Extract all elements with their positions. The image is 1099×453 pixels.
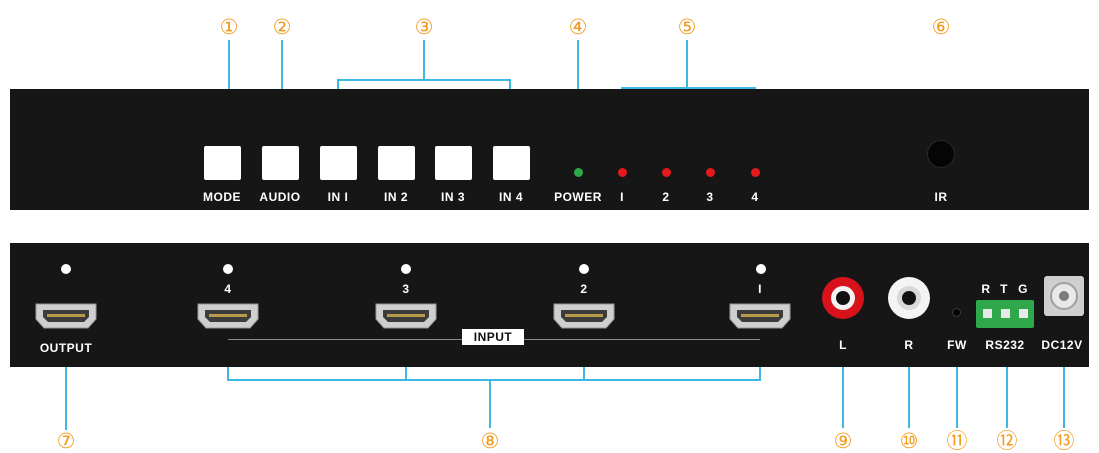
port-1-number: I <box>758 282 762 296</box>
hdmi-input-3-port[interactable] <box>374 302 438 330</box>
input-3-indicator <box>401 264 411 274</box>
callout-9: ⑨ <box>833 429 853 453</box>
callout-3: ③ <box>414 15 434 39</box>
callout-11: ⑪ <box>946 429 968 453</box>
hdmi-input-1-port[interactable] <box>728 302 792 330</box>
input-1-label: IN I <box>327 190 349 204</box>
callout-1: ① <box>219 15 239 39</box>
led-3-label: 3 <box>706 190 714 204</box>
audio-button[interactable] <box>262 146 299 180</box>
callout-12: ⑫ <box>996 429 1018 453</box>
port-4-number: 4 <box>224 282 232 296</box>
input-label: INPUT <box>462 329 524 345</box>
led-2-label: 2 <box>662 190 670 204</box>
power-led <box>574 168 583 177</box>
led-1-label: I <box>620 190 624 204</box>
audio-right-jack[interactable] <box>888 277 930 319</box>
callout-8: ⑧ <box>480 429 500 453</box>
input-2-label: IN 2 <box>383 190 409 204</box>
power-label: POWER <box>554 190 602 204</box>
callout-6: ⑥ <box>931 15 951 39</box>
audio-left-jack[interactable] <box>822 277 864 319</box>
rs232-label: RS232 <box>985 338 1025 352</box>
callout-13: ⑬ <box>1053 429 1075 453</box>
input-2-button[interactable] <box>378 146 415 180</box>
ir-label: IR <box>934 190 948 204</box>
input-1-button[interactable] <box>320 146 357 180</box>
rs232-pin-r: R <box>981 282 991 296</box>
output-indicator <box>61 264 71 274</box>
hdmi-output-port[interactable] <box>34 302 98 330</box>
port-2-number: 2 <box>580 282 588 296</box>
audio-left-label: L <box>839 338 847 352</box>
fw-port[interactable] <box>953 309 960 316</box>
input-led-1 <box>618 168 627 177</box>
front-panel <box>10 89 1089 210</box>
fw-label: FW <box>947 338 967 352</box>
ir-sensor <box>928 141 954 167</box>
input-4-indicator <box>223 264 233 274</box>
led-4-label: 4 <box>751 190 759 204</box>
rs232-pin-t: T <box>1000 282 1008 296</box>
callout-10: ⑩ <box>899 429 919 453</box>
audio-label: AUDIO <box>259 190 301 204</box>
hdmi-input-2-port[interactable] <box>552 302 616 330</box>
callout-2: ② <box>272 15 292 39</box>
rs232-terminal[interactable] <box>976 300 1034 328</box>
callout-7: ⑦ <box>56 429 76 453</box>
callout-4: ④ <box>568 15 588 39</box>
hdmi-input-4-port[interactable] <box>196 302 260 330</box>
input-led-4 <box>751 168 760 177</box>
mode-label: MODE <box>203 190 241 204</box>
dc-power-jack[interactable] <box>1044 276 1084 316</box>
port-3-number: 3 <box>402 282 410 296</box>
output-label: OUTPUT <box>39 341 93 355</box>
rs232-pin-g: G <box>1018 282 1028 296</box>
input-4-label: IN 4 <box>498 190 524 204</box>
input-led-2 <box>662 168 671 177</box>
input-3-button[interactable] <box>435 146 472 180</box>
input-2-indicator <box>579 264 589 274</box>
callout-5: ⑤ <box>677 15 697 39</box>
dc-label: DC12V <box>1041 338 1083 352</box>
audio-right-label: R <box>904 338 914 352</box>
input-3-label: IN 3 <box>440 190 466 204</box>
mode-button[interactable] <box>204 146 241 180</box>
input-1-indicator <box>756 264 766 274</box>
input-4-button[interactable] <box>493 146 530 180</box>
input-led-3 <box>706 168 715 177</box>
